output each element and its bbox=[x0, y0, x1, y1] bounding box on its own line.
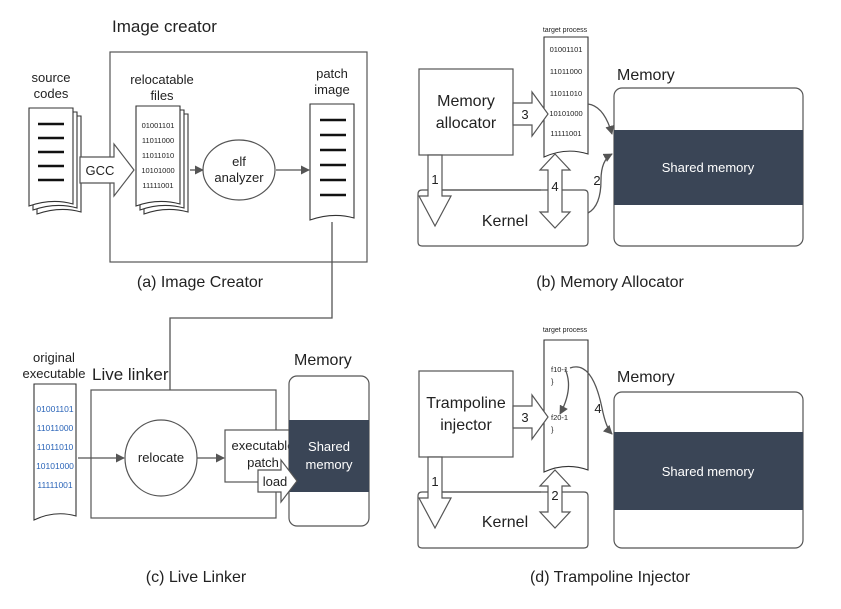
step-1-label-b: 1 bbox=[431, 172, 438, 187]
elf-analyzer-label-2: analyzer bbox=[214, 170, 264, 185]
kernel-label-d: Kernel bbox=[482, 514, 528, 531]
func-label-d-4: } bbox=[551, 425, 554, 434]
memory-allocator-label-1: Memory bbox=[437, 93, 495, 110]
executable-patch-label-2: patch bbox=[247, 455, 279, 470]
executable-patch-label-1: executable bbox=[232, 438, 295, 453]
patch-image-label-1: patch bbox=[316, 66, 348, 81]
original-bits-2: 11011000 bbox=[37, 423, 74, 433]
source-codes-label-2: codes bbox=[34, 86, 69, 101]
target-bits-b-1: 01001101 bbox=[550, 45, 583, 54]
target-bits-b-5: 11111001 bbox=[550, 129, 581, 138]
step-4-label-b: 4 bbox=[551, 179, 558, 194]
elf-analyzer-label-1: elf bbox=[232, 154, 246, 169]
step-3-arrow-d bbox=[512, 393, 549, 441]
memory-allocator-box bbox=[418, 68, 514, 156]
relocate-label: relocate bbox=[138, 450, 184, 465]
memory-title-d: Memory bbox=[617, 369, 675, 386]
target-process-document-b: 01001101 11011000 11011010 10101000 1111… bbox=[543, 36, 589, 158]
step-4-curve-d bbox=[569, 366, 613, 435]
relocatable-bits-1: 01001101 bbox=[142, 121, 175, 130]
kernel-label-b: Kernel bbox=[482, 213, 528, 230]
load-label: load bbox=[263, 474, 288, 489]
image-creator-title: Image creator bbox=[112, 17, 217, 36]
step-4-label-d: 4 bbox=[594, 401, 601, 416]
caption-live-linker: (c) Live Linker bbox=[146, 569, 247, 586]
caption-image-creator: (a) Image Creator bbox=[137, 274, 264, 291]
patch-image-label-2: image bbox=[314, 82, 349, 97]
memory-title-c: Memory bbox=[294, 352, 352, 369]
original-executable-label-1: original bbox=[33, 350, 75, 365]
step-3-label-d: 3 bbox=[521, 410, 528, 425]
source-code-document-icon bbox=[28, 107, 82, 215]
target-process-document-d: f10-1 } f20-1 } bbox=[543, 339, 589, 473]
caption-trampoline-injector: (d) Trampoline Injector bbox=[530, 569, 691, 586]
target-process-label-d: target process bbox=[543, 327, 588, 334]
shared-memory-label-d: Shared memory bbox=[662, 464, 755, 479]
relocatable-files-label-2: files bbox=[150, 88, 174, 103]
relocatable-bits-2: 11011000 bbox=[142, 136, 174, 145]
patch-image-document-icon bbox=[309, 103, 355, 221]
patch-to-relocate-connector bbox=[165, 222, 333, 419]
memory-title-b: Memory bbox=[617, 67, 675, 84]
step-2-arrow-d bbox=[538, 469, 572, 529]
shared-memory-band-d bbox=[614, 432, 803, 510]
caption-memory-allocator: (b) Memory Allocator bbox=[536, 274, 684, 291]
relocatable-files-label-1: relocatable bbox=[130, 72, 194, 87]
panel-image-creator: Image creator source codes GCC relocatab… bbox=[28, 17, 368, 291]
func-label-d-3: f20-1 bbox=[551, 413, 568, 422]
step-1-label-d: 1 bbox=[431, 474, 438, 489]
memory-allocator-label-2: allocator bbox=[436, 115, 497, 132]
kernel-box-d bbox=[417, 491, 589, 549]
target-bits-b-2: 11011000 bbox=[550, 67, 582, 76]
original-executable-document-icon: 01001101 11011000 11011010 10101000 1111… bbox=[33, 383, 77, 521]
trampoline-injector-box bbox=[418, 370, 514, 458]
gcc-arrow bbox=[79, 142, 135, 198]
target-to-memory-curve-b bbox=[587, 103, 615, 135]
shared-memory-label-c-1: Shared bbox=[308, 439, 350, 454]
relocatable-bits-4: 10101000 bbox=[141, 166, 174, 175]
trampoline-injector-label-2: injector bbox=[440, 417, 492, 434]
panel-live-linker: original executable 01001101 11011000 11… bbox=[23, 350, 370, 586]
shared-memory-label-b: Shared memory bbox=[662, 160, 755, 175]
func-label-d-2: } bbox=[551, 377, 554, 386]
relocatable-bits-3: 11011010 bbox=[142, 151, 174, 160]
elf-analyzer-node bbox=[202, 139, 276, 201]
target-bits-b-3: 11011010 bbox=[550, 89, 582, 98]
source-codes-label-1: source bbox=[31, 70, 70, 85]
target-bits-b-4: 10101000 bbox=[549, 109, 582, 118]
original-bits-3: 11011010 bbox=[37, 442, 74, 452]
load-arrow bbox=[257, 458, 298, 504]
shared-memory-band-b bbox=[614, 130, 803, 205]
step-4-arrow-b bbox=[538, 153, 572, 229]
kernel-box-b bbox=[417, 189, 589, 247]
original-bits-4: 10101000 bbox=[36, 461, 74, 471]
panel-trampoline-injector: target process f10-1 } f20-1 } Memory Sh… bbox=[417, 327, 804, 586]
step-2-label-b: 2 bbox=[593, 173, 600, 188]
step-3-arrow-b bbox=[512, 90, 549, 138]
step-2-curve-b bbox=[587, 153, 613, 214]
func-label-d-1: f10-1 bbox=[551, 365, 568, 374]
relocatable-files-icon: 01001101 11011000 11011010 10101000 1111… bbox=[135, 105, 189, 215]
relocatable-bits-5: 11111001 bbox=[142, 181, 173, 190]
original-executable-label-2: executable bbox=[23, 366, 86, 381]
panel-memory-allocator: target process 01001101 11011000 1101101… bbox=[417, 27, 804, 291]
target-process-label-b: target process bbox=[543, 27, 588, 34]
live-linker-title: Live linker bbox=[92, 365, 169, 384]
trampoline-jump-curve bbox=[559, 368, 570, 415]
step-1-arrow-d bbox=[418, 456, 452, 530]
original-bits-5: 11111001 bbox=[37, 480, 73, 490]
trampoline-injector-label-1: Trampoline bbox=[426, 395, 506, 412]
step-3-label-b: 3 bbox=[521, 107, 528, 122]
step-2-label-d: 2 bbox=[551, 488, 558, 503]
original-bits-1: 01001101 bbox=[36, 404, 73, 414]
step-1-arrow-b bbox=[418, 154, 452, 228]
gcc-label: GCC bbox=[86, 163, 115, 178]
shared-memory-band-c bbox=[289, 420, 369, 492]
shared-memory-label-c-2: memory bbox=[306, 457, 353, 472]
